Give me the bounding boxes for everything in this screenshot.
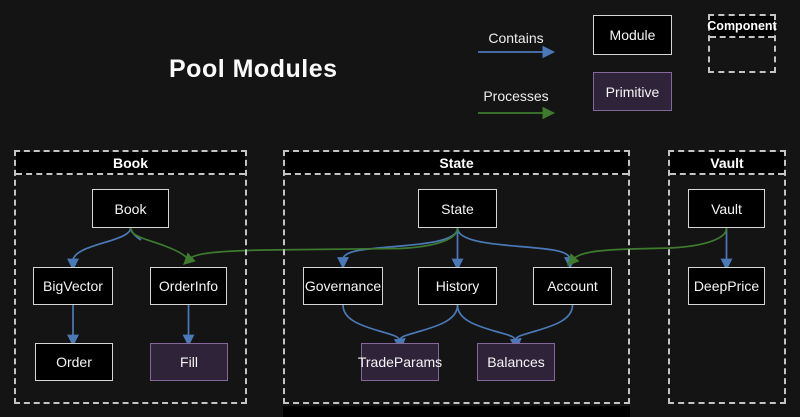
page-title: Pool Modules <box>169 55 338 83</box>
node-state-label: State <box>441 200 474 217</box>
node-vault: Vault <box>688 189 765 228</box>
node-bigvector: BigVector <box>33 267 113 305</box>
node-orderinfo: OrderInfo <box>150 267 227 305</box>
legend-component-box: Component <box>707 14 777 73</box>
node-fill: Fill <box>150 343 228 381</box>
legend-module-label: Module <box>609 27 656 43</box>
node-orderinfo-label: OrderInfo <box>158 278 219 294</box>
container-vault-header: Vault <box>670 152 784 175</box>
node-account-label: Account <box>547 278 598 294</box>
legend-primitive-label: Primitive <box>605 83 660 100</box>
node-balances: Balances <box>477 343 555 381</box>
node-bigvector-label: BigVector <box>43 278 103 294</box>
container-state-label: State <box>439 154 474 171</box>
node-account: Account <box>533 267 612 305</box>
container-book-label: Book <box>113 154 148 171</box>
container-vault-label: Vault <box>710 154 744 171</box>
node-governance-label: Governance <box>304 278 382 294</box>
container-book: Book <box>14 150 247 404</box>
node-governance: Governance <box>303 267 383 305</box>
legend-module-box: Module <box>593 15 672 55</box>
node-tradeparams-label: TradeParams <box>357 354 443 370</box>
node-deepprice-label: DeepPrice <box>693 278 760 294</box>
legend-contains-label: Contains <box>488 30 544 46</box>
node-history-label: History <box>435 278 480 294</box>
node-state: State <box>418 189 497 228</box>
node-history: History <box>418 267 497 305</box>
node-book-label: Book <box>114 200 147 217</box>
container-state-header: State <box>285 152 628 175</box>
bottom-cutoff-bar <box>283 406 630 417</box>
node-order: Order <box>35 343 113 381</box>
container-vault: Vault <box>668 150 786 404</box>
node-fill-label: Fill <box>180 354 198 370</box>
legend-processes-label: Processes <box>483 88 549 104</box>
legend-component-label: Component <box>707 19 777 33</box>
container-state: State <box>283 150 630 404</box>
legend-component-header: Component <box>707 16 777 38</box>
node-tradeparams: TradeParams <box>357 343 443 381</box>
node-vault-label: Vault <box>711 200 742 217</box>
node-order-label: Order <box>56 354 92 370</box>
container-book-header: Book <box>16 152 245 175</box>
node-deepprice: DeepPrice <box>688 267 765 305</box>
node-book: Book <box>92 189 169 228</box>
node-balances-label: Balances <box>487 354 545 370</box>
legend-primitive-box: Primitive <box>593 72 672 111</box>
